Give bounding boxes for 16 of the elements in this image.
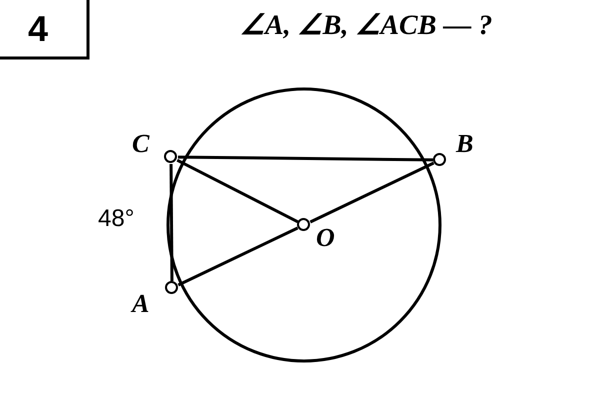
point-marker (164, 150, 177, 163)
point-marker (297, 218, 310, 231)
point-marker (433, 153, 446, 166)
line-segment (310, 162, 434, 224)
question-text: ∠A, ∠B, ∠ACB — ? (240, 9, 492, 42)
point-label: O (316, 224, 335, 252)
line-segment (170, 164, 174, 282)
point-label: B (456, 130, 474, 158)
problem-number: 4 (28, 8, 48, 50)
line-segment (176, 158, 298, 224)
line-segment (178, 156, 434, 162)
point-label: A (132, 290, 150, 318)
point-marker (165, 281, 178, 294)
angle-measure: 48° (98, 205, 134, 233)
line-segment (178, 226, 298, 286)
point-label: C (132, 130, 150, 158)
